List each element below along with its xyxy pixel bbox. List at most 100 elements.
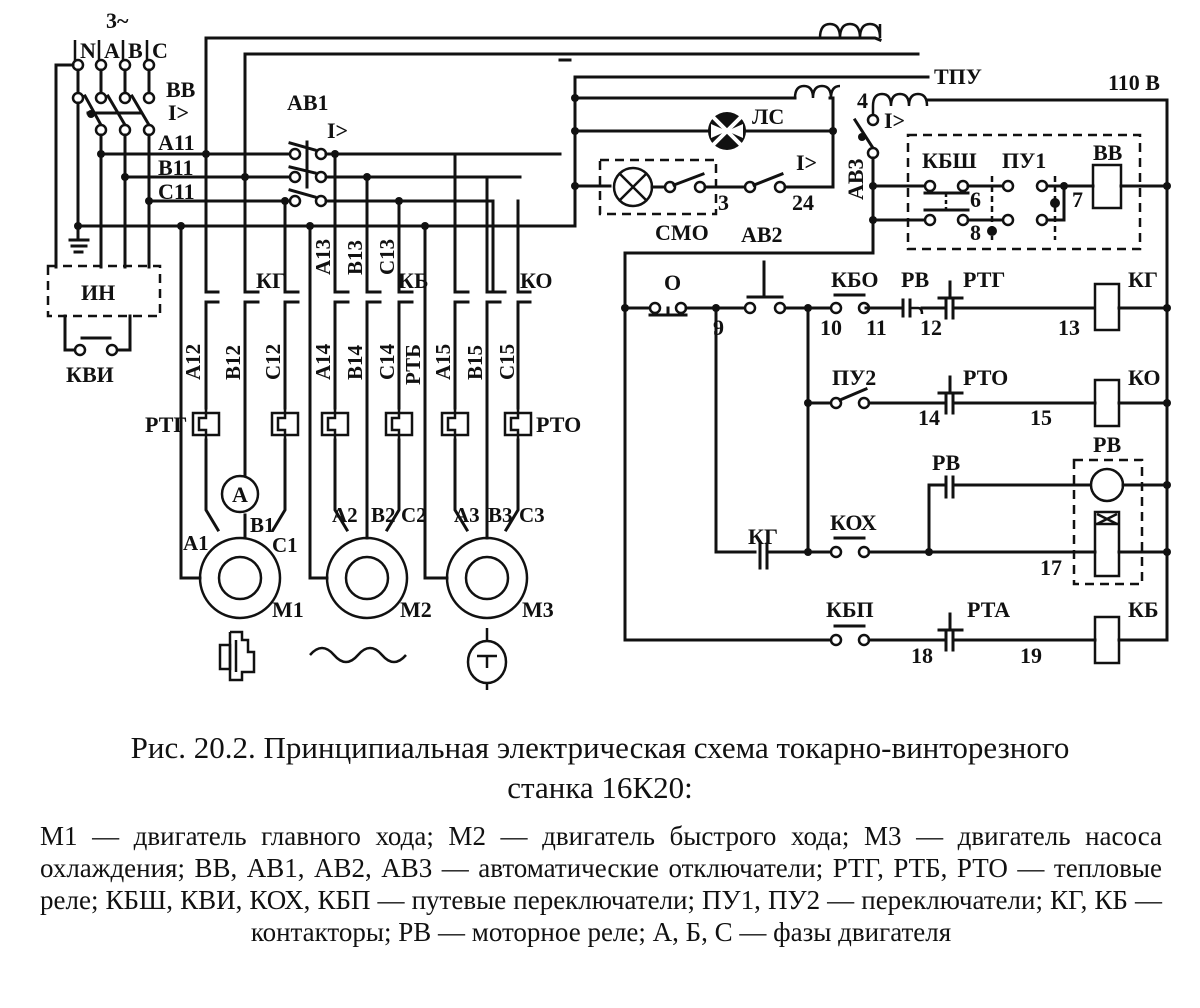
av2-label: АВ2 xyxy=(741,222,783,247)
control-panel-box xyxy=(906,133,1142,251)
wire-b15-label: B15 xyxy=(463,345,487,380)
wire-c15-label: C15 xyxy=(495,344,519,380)
signal-lamp-ls xyxy=(708,112,746,150)
kg-aux-contact-label: КГ xyxy=(748,524,778,549)
terminal-c1-label: C1 xyxy=(272,533,298,557)
motor-m1-label: М1 xyxy=(272,597,304,622)
phase-b-label: B xyxy=(128,38,143,63)
vv-coil xyxy=(1091,163,1123,210)
tpu-label: ТПУ xyxy=(934,64,982,89)
stop-button[interactable]: О xyxy=(648,270,688,317)
figure-legend: М1 — двигатель главного хода; М2 — двига… xyxy=(40,821,1162,947)
wire-9-label: 9 xyxy=(713,315,724,340)
feeder-lines: КГ КБ КО A13 B13 C13 A12 B12 C12 A14 B14… xyxy=(179,152,553,580)
supply-label: 3~ xyxy=(106,8,129,33)
ls-label: ЛС xyxy=(752,104,784,129)
kb-coil-label: КБ xyxy=(1128,597,1159,622)
rv-coil xyxy=(1093,510,1121,578)
motor-m3 xyxy=(445,536,529,620)
wire-4-label: 4 xyxy=(857,88,868,113)
rv-relay-label: РВ xyxy=(1093,432,1121,457)
terminal-a3-label: A3 xyxy=(454,503,480,527)
main-switch-overcurrent-label: I> xyxy=(168,100,189,125)
kb-coil xyxy=(1093,615,1121,665)
start-button[interactable] xyxy=(743,260,787,315)
wire-b13-label: B13 xyxy=(343,240,367,275)
thermal-relays: РТГ РТО xyxy=(145,408,581,440)
voltage-110v-label: 110 В xyxy=(1108,70,1160,95)
wire-c13-label: C13 xyxy=(375,239,399,275)
kbp-label: КБП xyxy=(826,597,874,622)
wire-a13-label: A13 xyxy=(311,239,335,275)
power-input: 3~ N A B C ВВ I> A11 B11 C11 xyxy=(54,8,196,269)
in-label: ИН xyxy=(81,280,115,305)
wire-7-label: 7 xyxy=(1072,187,1083,212)
wire-rtb-label: РТБ xyxy=(401,344,425,385)
kg-contact-label: КГ xyxy=(256,268,286,293)
thermal-relay-rtb-c xyxy=(384,408,414,440)
work-lamp-icon xyxy=(612,166,654,208)
kbo-label: КБО xyxy=(831,267,878,292)
lighting-circuit: ЛС 3 24 I> СМО АВ2 xyxy=(573,104,837,247)
wire-a15-label: A15 xyxy=(431,344,455,380)
phase-a-label: A xyxy=(104,38,120,63)
terminal-c2-label: C2 xyxy=(401,503,427,527)
av2-overcurrent-label: I> xyxy=(796,150,817,175)
kvi-label: КВИ xyxy=(66,362,114,387)
av3-overcurrent-label: I> xyxy=(884,108,905,133)
phase-c-label: C xyxy=(152,38,168,63)
vv-coil-label: ВВ xyxy=(1093,140,1123,165)
ammeter: A xyxy=(220,474,260,514)
rtg-contact-label: РТГ xyxy=(963,267,1005,292)
pump-icon xyxy=(466,628,508,690)
stop-button-symbol: О xyxy=(664,270,681,295)
smo-label: СМО xyxy=(655,220,709,245)
wire-12-label: 12 xyxy=(920,315,942,340)
terminal-b1-label: B1 xyxy=(250,513,275,537)
wire-13-label: 13 xyxy=(1058,315,1080,340)
thermal-relay-rto-a xyxy=(440,408,470,440)
phase-n-label: N xyxy=(80,38,96,63)
rv-aux-contact-label: РВ xyxy=(932,450,960,475)
rto-label: РТО xyxy=(536,412,581,437)
terminal-b2-label: B2 xyxy=(371,503,396,527)
rtg-label: РТГ xyxy=(145,412,187,437)
control-supply: 4 I> АВ3 КБШ ПУ1 ВВ 6 8 7 xyxy=(623,88,1171,622)
rta-contact-label: РТА xyxy=(967,597,1010,622)
thermal-relay-rtg-c xyxy=(270,408,300,440)
ko-coil xyxy=(1093,378,1121,428)
wire-a14-label: A14 xyxy=(311,343,335,380)
control-ladder: О 9 КБО 10 11 РВ 12 РТГ 13 КГ xyxy=(621,260,1171,668)
wire-c12-label: C12 xyxy=(261,344,285,380)
chuck-icon xyxy=(218,630,256,682)
kbsh-label: КБШ xyxy=(922,148,977,173)
pu2-label: ПУ2 xyxy=(832,365,876,390)
wire-b12-label: B12 xyxy=(221,345,245,380)
wire-17-label: 17 xyxy=(1040,555,1062,580)
wire-c14-label: C14 xyxy=(375,343,399,380)
electrical-schematic: 3~ N A B C ВВ I> A11 B11 C11 xyxy=(46,8,1171,690)
wire-6-label: 6 xyxy=(970,187,981,212)
kox-label: КОХ xyxy=(830,510,877,535)
kb-contact-label: КБ xyxy=(398,268,429,293)
thermal-relay-rtb-a xyxy=(320,408,350,440)
wave-icon xyxy=(309,646,407,664)
av3-label: АВ3 xyxy=(843,158,868,200)
terminal-a1-label: A1 xyxy=(183,531,209,555)
wire-a12-label: A12 xyxy=(181,344,205,380)
caption-line-1: Рис. 20.2. Принципиальная электрическая … xyxy=(130,730,1070,765)
motors: A A1 B1 C1 М1 A2 B2 C2 М2 A3 B3 C3 М3 xyxy=(179,438,554,690)
terminal-b3-label: B3 xyxy=(488,503,513,527)
rv-contact-label: РВ xyxy=(901,267,929,292)
bus-a-label: A11 xyxy=(158,130,195,155)
wire-14-label: 14 xyxy=(918,405,940,430)
kg-coil xyxy=(1093,282,1121,332)
thermal-relay-rtg-a xyxy=(191,408,221,440)
transformer-tpu: ТПУ 110 В xyxy=(558,22,1169,622)
wire-15-label: 15 xyxy=(1030,405,1052,430)
wire-3-label: 3 xyxy=(718,190,729,215)
ko-coil-label: КО xyxy=(1128,365,1161,390)
ammeter-label: A xyxy=(232,482,248,507)
rto-contact-label: РТО xyxy=(963,365,1008,390)
wire-11-label: 11 xyxy=(866,315,887,340)
